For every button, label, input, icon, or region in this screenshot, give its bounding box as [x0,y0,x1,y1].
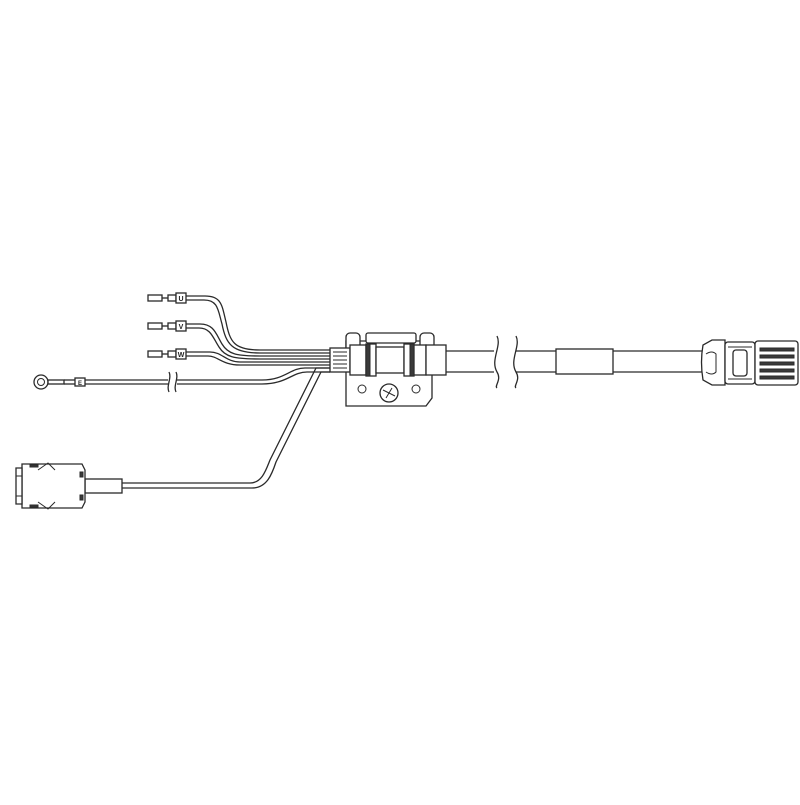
cable-clamp [329,332,447,407]
brake-connector [15,462,123,510]
terminal-label-e: E [78,381,82,387]
cable-break-icon [167,371,171,393]
phase-wire-w: W [147,348,330,366]
cable-break-icon [494,335,500,389]
motor-connector [700,339,799,386]
phillips-screw-icon [379,383,399,403]
main-cable [446,335,703,389]
ground-wire: E [33,367,330,393]
phase-wire-v: V [147,320,330,360]
cable-sleeve [555,348,614,375]
terminal-label-w: W [178,352,185,359]
terminal-label-u: U [178,296,183,303]
phase-wire-u: U [147,292,330,354]
terminal-label-v: V [179,324,184,331]
brake-cable [121,367,330,489]
